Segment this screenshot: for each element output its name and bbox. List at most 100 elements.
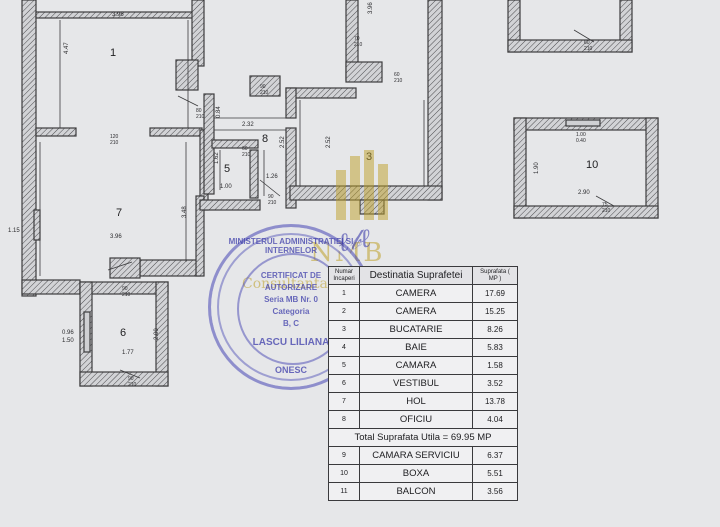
walls-room-10 bbox=[513, 117, 659, 219]
dim-room8-height: 2.52 bbox=[280, 136, 286, 148]
row-name: OFICIU bbox=[359, 410, 473, 429]
table-row: 5 CAMARA 1.58 bbox=[328, 356, 518, 375]
door-120-h: 210 bbox=[110, 140, 119, 146]
room-num-3: 3 bbox=[366, 151, 372, 163]
total-usable-area: Total Suprafata Utila = 69.95 MP bbox=[328, 428, 518, 447]
row-value: 1.58 bbox=[472, 356, 518, 375]
row-value: 15.25 bbox=[472, 302, 518, 321]
row-name: BALCON bbox=[359, 482, 473, 501]
row-value: 8.26 bbox=[472, 320, 518, 339]
row-name: CAMARA SERVICIU bbox=[359, 446, 473, 465]
table-row: 2 CAMERA 15.25 bbox=[328, 302, 518, 321]
row-value: 5.83 bbox=[472, 338, 518, 357]
header-destination: Destinatia Suprafetei bbox=[359, 266, 473, 285]
table-row: 8 OFICIU 4.04 bbox=[328, 410, 518, 429]
table-row: 1 CAMERA 17.69 bbox=[328, 284, 518, 303]
dim-room10-height: 1.90 bbox=[534, 162, 540, 174]
row-value: 3.52 bbox=[472, 374, 518, 393]
interior-lines bbox=[35, 18, 615, 379]
table-row: 4 BAIE 5.83 bbox=[328, 338, 518, 357]
table-row: 11 BALCON 3.56 bbox=[328, 482, 518, 501]
dim-hall-small: 0.84 bbox=[216, 106, 222, 118]
row-name: CAMARA bbox=[359, 356, 473, 375]
row-num: 2 bbox=[328, 302, 360, 321]
door-120: 120 bbox=[110, 134, 119, 140]
dim-room3-height: 2.52 bbox=[326, 136, 332, 148]
door-90d-h: 210 bbox=[128, 382, 137, 388]
row-value: 3.56 bbox=[472, 482, 518, 501]
header-room-number: Numar Incaperi bbox=[328, 266, 360, 285]
dim-room6-height: 2.00 bbox=[154, 328, 160, 340]
door-90d: 90 bbox=[128, 376, 134, 382]
door-90a-h: 210 bbox=[260, 90, 269, 96]
door-labels: 120 210 90 210 80 210 60 210 70 210 60 2… bbox=[110, 36, 611, 388]
door-70-h: 210 bbox=[354, 42, 363, 48]
door-60: 60 bbox=[242, 146, 248, 152]
dim-window-left: 1.15 bbox=[8, 228, 20, 234]
door-80-h: 210 bbox=[196, 114, 205, 120]
row-num: 1 bbox=[328, 284, 360, 303]
door-90a: 90 bbox=[260, 84, 266, 90]
table-row: 9 CAMARA SERVICIU 6.37 bbox=[328, 446, 518, 465]
dim-room5-width: 1.00 bbox=[220, 184, 232, 190]
dim-room10-width: 2.90 bbox=[578, 190, 590, 196]
table-header-row: Numar Incaperi Destinatia Suprafetei Sup… bbox=[328, 266, 518, 285]
room-num-5: 5 bbox=[224, 163, 230, 175]
door-60-h: 210 bbox=[242, 152, 251, 158]
row-value: 13.78 bbox=[472, 392, 518, 411]
dimension-labels: 3.96 4.47 3.96 3.48 2.32 0.84 1.62 1.00 … bbox=[8, 2, 590, 356]
door-60-room9: 60 bbox=[584, 40, 590, 46]
door-75: 75 bbox=[602, 202, 608, 208]
row-num: 10 bbox=[328, 464, 360, 483]
row-num: 6 bbox=[328, 374, 360, 393]
room-num-8: 8 bbox=[262, 133, 268, 145]
door-80: 80 bbox=[196, 108, 202, 114]
row-num: 7 bbox=[328, 392, 360, 411]
row-name: HOL bbox=[359, 392, 473, 411]
row-num: 9 bbox=[328, 446, 360, 465]
door-70: 70 bbox=[354, 36, 360, 42]
table-row: 10 BOXA 5.51 bbox=[328, 464, 518, 483]
door-90c-h: 210 bbox=[122, 292, 131, 298]
dim-window-room6b: 0.96 bbox=[62, 330, 74, 336]
row-name: BUCATARIE bbox=[359, 320, 473, 339]
table-row: 6 VESTIBUL 3.52 bbox=[328, 374, 518, 393]
row-value: 6.37 bbox=[472, 446, 518, 465]
window-room10: 1.00 bbox=[576, 132, 586, 138]
door-75-h: 210 bbox=[602, 208, 611, 214]
row-num: 3 bbox=[328, 320, 360, 339]
header-surface: Suprafata ( MP ) bbox=[472, 266, 518, 285]
table-row: 3 BUCATARIE 8.26 bbox=[328, 320, 518, 339]
room-num-10: 10 bbox=[586, 159, 598, 171]
dim-room8-width: 1.26 bbox=[266, 174, 278, 180]
row-num: 8 bbox=[328, 410, 360, 429]
row-num: 11 bbox=[328, 482, 360, 501]
row-name: BOXA bbox=[359, 464, 473, 483]
row-name: VESTIBUL bbox=[359, 374, 473, 393]
door-90c: 90 bbox=[122, 286, 128, 292]
walls-room-9 bbox=[507, 0, 633, 53]
dim-room7-width: 3.96 bbox=[110, 234, 122, 240]
dim-hall-width: 2.32 bbox=[242, 122, 254, 128]
room-num-7: 7 bbox=[116, 207, 122, 219]
dim-room7-height: 3.48 bbox=[182, 206, 188, 218]
room-num-1: 1 bbox=[110, 47, 116, 59]
row-value: 4.04 bbox=[472, 410, 518, 429]
dim-room2-width: 3.96 bbox=[368, 2, 374, 14]
door-90b-h: 210 bbox=[268, 200, 277, 206]
table-row: 7 HOL 13.78 bbox=[328, 392, 518, 411]
door-60-kitchen-h: 210 bbox=[394, 78, 403, 84]
dim-window-room6: 1.50 bbox=[62, 338, 74, 344]
dim-room5-height: 1.62 bbox=[214, 152, 220, 164]
door-90b: 90 bbox=[268, 194, 274, 200]
walls-room-6 bbox=[79, 281, 169, 387]
dim-room1-width: 3.96 bbox=[112, 12, 124, 18]
door-60-kitchen: 60 bbox=[394, 72, 400, 78]
dim-room1-height: 4.47 bbox=[64, 42, 70, 54]
row-value: 17.69 bbox=[472, 284, 518, 303]
dim-room6-width: 1.77 bbox=[122, 350, 134, 356]
row-name: CAMERA bbox=[359, 302, 473, 321]
row-name: BAIE bbox=[359, 338, 473, 357]
row-num: 4 bbox=[328, 338, 360, 357]
